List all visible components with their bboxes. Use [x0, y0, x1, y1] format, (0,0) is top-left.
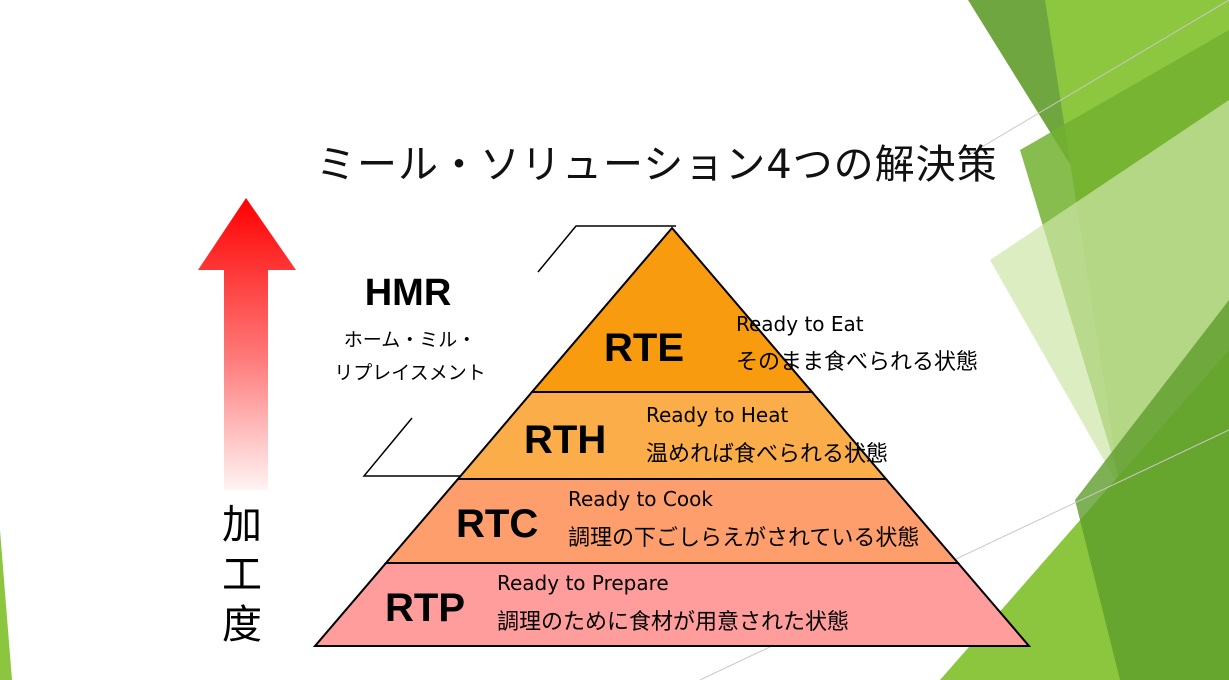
processing-degree-label: 加 工 度 — [218, 500, 266, 650]
tier-english-rtp: Ready to Prepare — [497, 571, 669, 595]
tier-code-rth: RTH — [524, 418, 607, 462]
tier-english-rtc: Ready to Cook — [568, 487, 713, 511]
hmr-full-name: ホーム・ミル・ リプレイスメント — [310, 324, 510, 390]
axis-label-char: 工 — [222, 552, 262, 598]
tier-japanese-rth: 温めれば食べられる状態 — [646, 442, 889, 467]
hmr-name-line: ホーム・ミル・ — [343, 329, 477, 351]
tier-japanese-rtp: 調理のために食材が用意された状態 — [497, 610, 850, 635]
axis-label-char: 加 — [222, 502, 262, 548]
hmr-code: HMR — [364, 272, 452, 314]
hmr-name-line: リプレイスメント — [334, 362, 486, 384]
tier-code-rtc: RTC — [456, 502, 539, 546]
tier-english-rte: Ready to Eat — [736, 312, 864, 336]
green-decor-shape — [0, 530, 12, 680]
axis-label-char: 度 — [222, 602, 262, 648]
slide-title: ミール・ソリューション4つの解決策 — [316, 142, 998, 188]
tier-code-rte: RTE — [604, 326, 684, 370]
tier-japanese-rtc: 調理の下ごしらえがされている状態 — [568, 526, 920, 551]
tier-code-rtp: RTP — [385, 586, 465, 630]
green-decor-shape — [1075, 300, 1229, 680]
hmr-bracket-bottom — [362, 417, 478, 477]
hmr-bracket-top — [537, 225, 676, 273]
decor-line — [959, 0, 1229, 161]
tier-japanese-rte: そのまま食べられる状態 — [736, 350, 979, 375]
processing-level-arrow — [198, 198, 296, 490]
tier-english-rth: Ready to Heat — [646, 403, 789, 427]
pyramid-tier-rtp — [312, 562, 1032, 647]
